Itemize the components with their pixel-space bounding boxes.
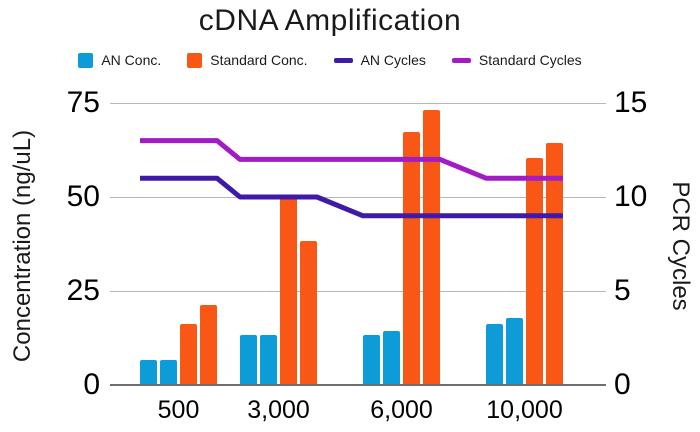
left-axis-tick-label: 25 [66, 274, 100, 307]
gridline [110, 103, 606, 104]
bar-standard-conc- [280, 196, 297, 384]
gridline [110, 197, 606, 198]
bar-an-conc- [260, 335, 277, 384]
chart-title: cDNA Amplification [198, 4, 462, 37]
bar-an-conc- [383, 331, 400, 384]
bar-an-conc- [240, 335, 257, 384]
cycle-lines-layer [140, 138, 563, 219]
right-axis-tick-label: 0 [614, 368, 631, 401]
legend-label: AN Conc. [101, 52, 162, 68]
bar-an-conc- [506, 318, 523, 384]
legend-label: Standard Cycles [478, 52, 582, 68]
magenta-line-swatch-icon [451, 57, 471, 63]
x-axis-category-label: 500 [157, 396, 200, 424]
legend-item-an-cycles: AN Cycles [333, 52, 426, 68]
x-axis-category-label: 3,000 [247, 396, 310, 424]
bar-an-conc- [140, 359, 157, 384]
plot-area [110, 103, 606, 386]
indigo-line-swatch-icon [333, 57, 353, 63]
bar-standard-conc- [546, 143, 563, 384]
gridline [110, 291, 606, 292]
left-axis-tick-label: 75 [66, 86, 100, 119]
chart-legend: AN Conc. Standard Conc. AN Cycles Standa… [0, 52, 660, 68]
left-axis-tick-label: 50 [66, 180, 100, 213]
legend-label: Standard Conc. [210, 52, 308, 68]
line-standard-cycles [140, 138, 563, 181]
right-axis-tick-label: 15 [614, 86, 648, 119]
blue-square-swatch-icon [78, 52, 94, 68]
x-axis-baseline [110, 384, 606, 386]
bar-an-conc- [160, 359, 177, 384]
bar-an-conc- [363, 335, 380, 384]
bar-standard-conc- [200, 305, 217, 384]
legend-item-standard-cycles: Standard Cycles [451, 52, 582, 68]
line-an-cycles [140, 175, 563, 219]
bar-standard-conc- [300, 241, 317, 384]
legend-label: AN Cycles [360, 52, 426, 68]
x-axis-category-label: 10,000 [486, 396, 563, 424]
bar-standard-conc- [423, 109, 440, 384]
bar-standard-conc- [403, 132, 420, 384]
x-axis-category-label: 6,000 [370, 396, 433, 424]
left-axis-title: Concentration (ng/uL) [9, 129, 36, 363]
orange-square-swatch-icon [187, 52, 203, 68]
right-axis-tick-label: 5 [614, 274, 631, 307]
legend-item-an-conc: AN Conc. [78, 52, 161, 68]
right-axis-tick-label: 10 [614, 180, 648, 213]
bar-an-conc- [486, 323, 503, 384]
bar-standard-conc- [180, 323, 197, 384]
legend-item-standard-conc: Standard Conc. [187, 52, 308, 68]
left-axis-tick-label: 0 [83, 368, 100, 401]
